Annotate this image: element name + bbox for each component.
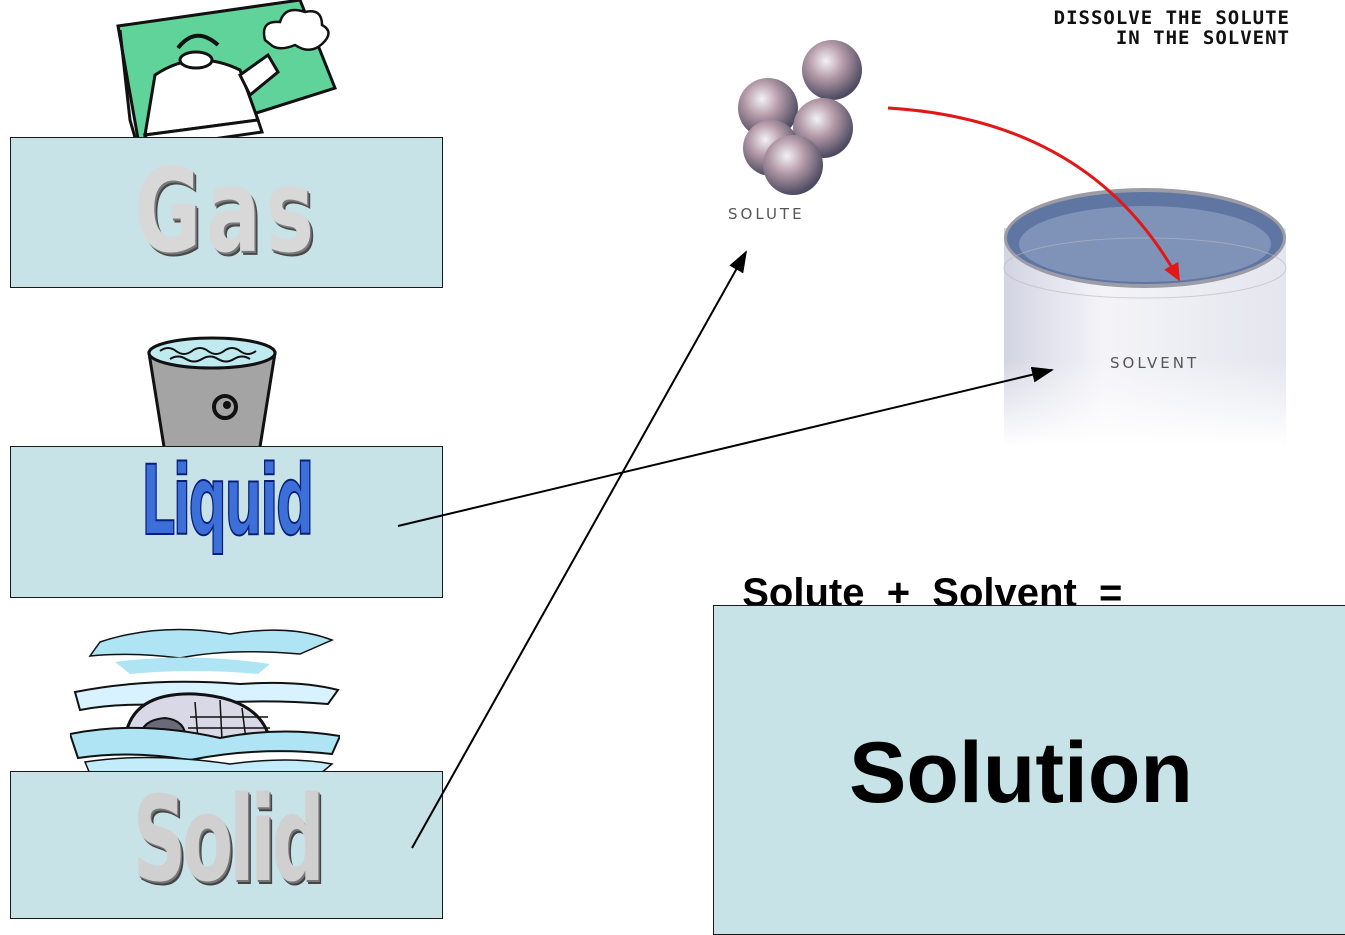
- liquid-label: Liquid: [141, 445, 315, 557]
- solid-label: Solid: [132, 770, 325, 908]
- solution-label: Solution: [849, 725, 1193, 821]
- gas-box: Gas: [10, 137, 443, 288]
- solute-spheres-icon: [738, 40, 862, 195]
- instruction-text: DISSOLVE THE SOLUTE IN THE SOLVENT: [830, 8, 1290, 48]
- solid-box: Solid: [10, 771, 443, 919]
- kettle-clipart-icon: [116, 0, 337, 150]
- solvent-cylinder-icon: [1003, 188, 1287, 446]
- igloo-clipart-icon: [70, 628, 340, 777]
- gas-label: Gas: [134, 144, 319, 279]
- solid-to-solute-arrow: [411, 250, 747, 849]
- instruction-line-1: DISSOLVE THE SOLUTE: [1053, 7, 1290, 29]
- solution-box: Solution: [713, 605, 1345, 935]
- solute-label: SOLUTE: [728, 205, 805, 223]
- instruction-line-2: IN THE SOLVENT: [1115, 27, 1290, 49]
- equation-equals: =: [1099, 571, 1123, 615]
- solvent-label: SOLVENT: [1110, 354, 1200, 372]
- equation-plus: +: [886, 571, 911, 615]
- solute-to-solvent-arrow: [887, 106, 1180, 282]
- equation: Solute + Solvent =: [720, 526, 1122, 616]
- liquid-box: Liquid: [10, 446, 443, 598]
- liquid-to-solvent-arrow: [397, 366, 1054, 527]
